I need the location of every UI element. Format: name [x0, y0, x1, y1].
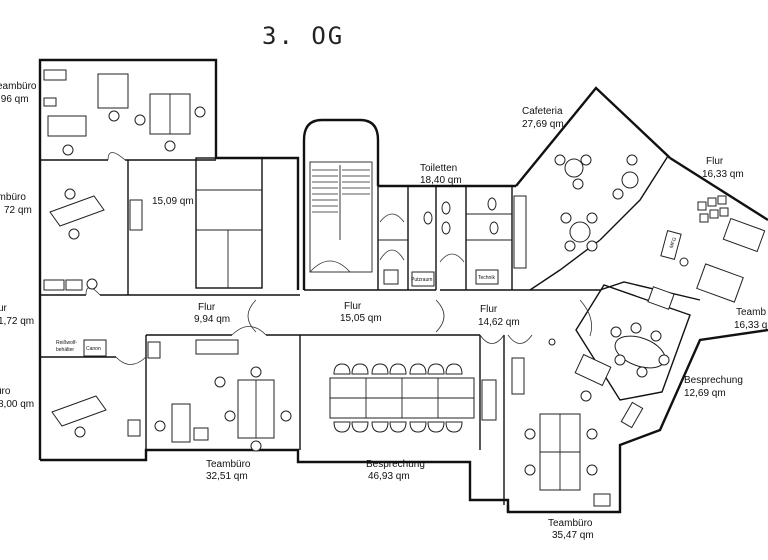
room-area: 16,33 qm [734, 320, 768, 331]
room-area: 35,47 qm [552, 530, 594, 541]
room-area: 15,05 qm [340, 313, 382, 324]
outer-walls [38, 58, 768, 514]
room-name: Cafeteria [522, 106, 563, 117]
room-area: 16,33 qm [702, 169, 744, 180]
room-area: 27,69 qm [522, 119, 564, 130]
room-name: Flur [706, 156, 724, 167]
furniture [43, 69, 766, 507]
room-name: Flur [198, 302, 216, 313]
staircase [309, 161, 373, 273]
room-name: ur [0, 303, 8, 314]
room-labels: Teambüro ,96 qm ambüro 72 qm 15,09 qm ur… [0, 81, 768, 541]
room-name: ambüro [0, 192, 26, 203]
room-name: Teambüro [0, 81, 37, 92]
room-name: Flur [480, 304, 498, 315]
room-area: 72 qm [4, 205, 32, 216]
room-area: 32,51 qm [206, 471, 248, 482]
room-name: Teambüro [548, 518, 593, 529]
room-area: ,96 qm [0, 94, 29, 105]
room-name: Teambüro [206, 459, 251, 470]
floor-title: 3. OG [262, 22, 344, 50]
room-area: 46,93 qm [368, 471, 410, 482]
doors [85, 152, 593, 365]
room-area: 14,62 qm [478, 317, 520, 328]
room-area: 15,09 qm [152, 196, 194, 207]
canon-label: Canon [86, 346, 101, 352]
room-area: 8,00 qm [0, 399, 34, 410]
mfg-label: MFG [669, 237, 678, 250]
room-name: Teamb [736, 307, 766, 318]
reisswolf-label: Reißwolf- [56, 340, 77, 346]
equipment-labels: Reißwolf- behälter Canon Putzraum Techni… [56, 237, 678, 353]
room-name: Besprechung [366, 459, 425, 470]
room-name: üro [0, 386, 11, 397]
room-area: 12,69 qm [684, 388, 726, 399]
room-area: 18,40 qm [420, 175, 462, 186]
behaelter-label: behälter [56, 347, 74, 353]
putzraum-label: Putzraum [411, 277, 432, 283]
interior-walls [39, 155, 701, 505]
room-name: Besprechung [684, 375, 743, 386]
room-area: 1,72 qm [0, 316, 34, 327]
room-area: 9,94 qm [194, 314, 230, 325]
room-name: Flur [344, 301, 362, 312]
technik-label: Technik [478, 275, 495, 281]
room-name: Toiletten [420, 163, 457, 174]
